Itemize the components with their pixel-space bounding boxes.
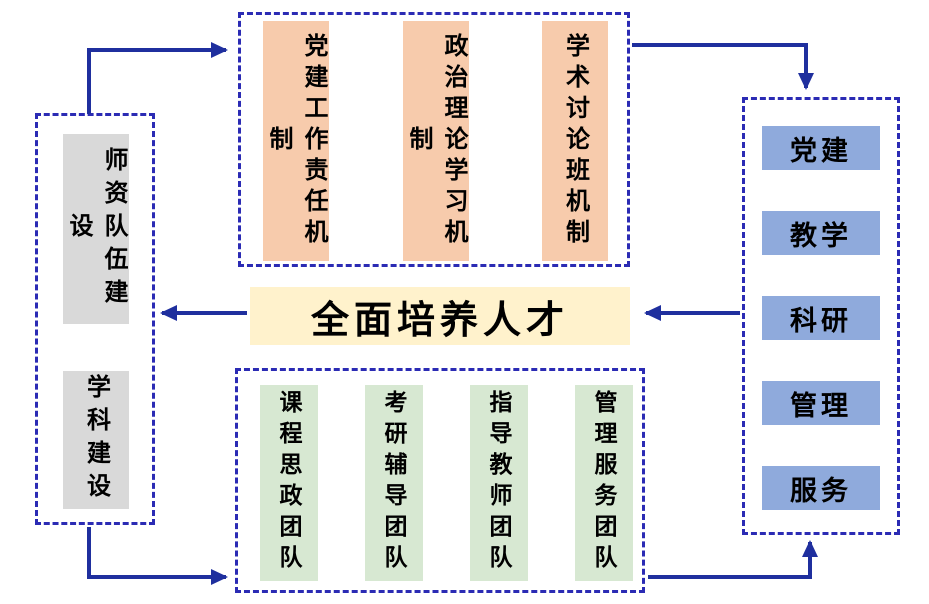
arrow-bottom-to-right-icon: [648, 540, 818, 579]
team-label: 指导教师团队: [486, 390, 512, 576]
category-box-research: 科研: [762, 296, 880, 340]
team-box-advising-teachers: 指导教师团队: [470, 385, 528, 581]
right-categories-group: 党建 教学 科研 管理 服务: [742, 97, 900, 535]
category-label: 教学: [790, 220, 852, 251]
category-label: 服务: [790, 475, 852, 506]
construction-box-faculty: 师资队伍建设: [63, 134, 129, 324]
category-box-party-building: 党建: [762, 126, 880, 170]
mechanism-box-political-theory: 政治理论学习机制: [403, 21, 469, 261]
center-goal-label: 全面培养人才: [310, 299, 569, 342]
arrow-top-to-right-icon: [632, 43, 814, 90]
construction-label: 师资队伍建设: [65, 146, 127, 312]
arrow-left-to-top-icon: [87, 42, 228, 114]
mechanism-label: 政治理论学习机制: [405, 32, 467, 250]
mechanism-box-party-building: 党建工作责任机制: [263, 21, 329, 261]
mechanism-box-academic-seminar: 学术讨论班机制: [542, 21, 608, 261]
category-label: 管理: [790, 390, 852, 421]
category-label: 党建: [790, 135, 852, 166]
mechanism-label: 学术讨论班机制: [561, 32, 589, 250]
arrow-left-to-bottom-icon: [87, 527, 228, 585]
center-goal-box: 全面培养人才: [250, 287, 630, 345]
category-box-management: 管理: [762, 381, 880, 425]
mechanism-label: 党建工作责任机制: [265, 32, 327, 250]
bottom-teams-group: 课程思政团队 考研辅导团队 指导教师团队 管理服务团队: [235, 368, 645, 593]
team-box-management-service: 管理服务团队: [575, 385, 633, 581]
construction-label: 学科建设: [82, 374, 110, 506]
team-label: 管理服务团队: [591, 390, 617, 576]
left-construction-group: 师资队伍建设 学科建设: [35, 113, 155, 525]
top-mechanisms-group: 党建工作责任机制 政治理论学习机制 学术讨论班机制: [238, 12, 630, 267]
team-label: 课程思政团队: [276, 390, 302, 576]
team-box-curriculum-ideology: 课程思政团队: [260, 385, 318, 581]
team-box-postgrad-tutoring: 考研辅导团队: [365, 385, 423, 581]
category-label: 科研: [790, 305, 852, 336]
category-box-service: 服务: [762, 466, 880, 510]
category-box-teaching: 教学: [762, 211, 880, 255]
team-label: 考研辅导团队: [381, 390, 407, 576]
construction-box-discipline: 学科建设: [63, 371, 129, 509]
